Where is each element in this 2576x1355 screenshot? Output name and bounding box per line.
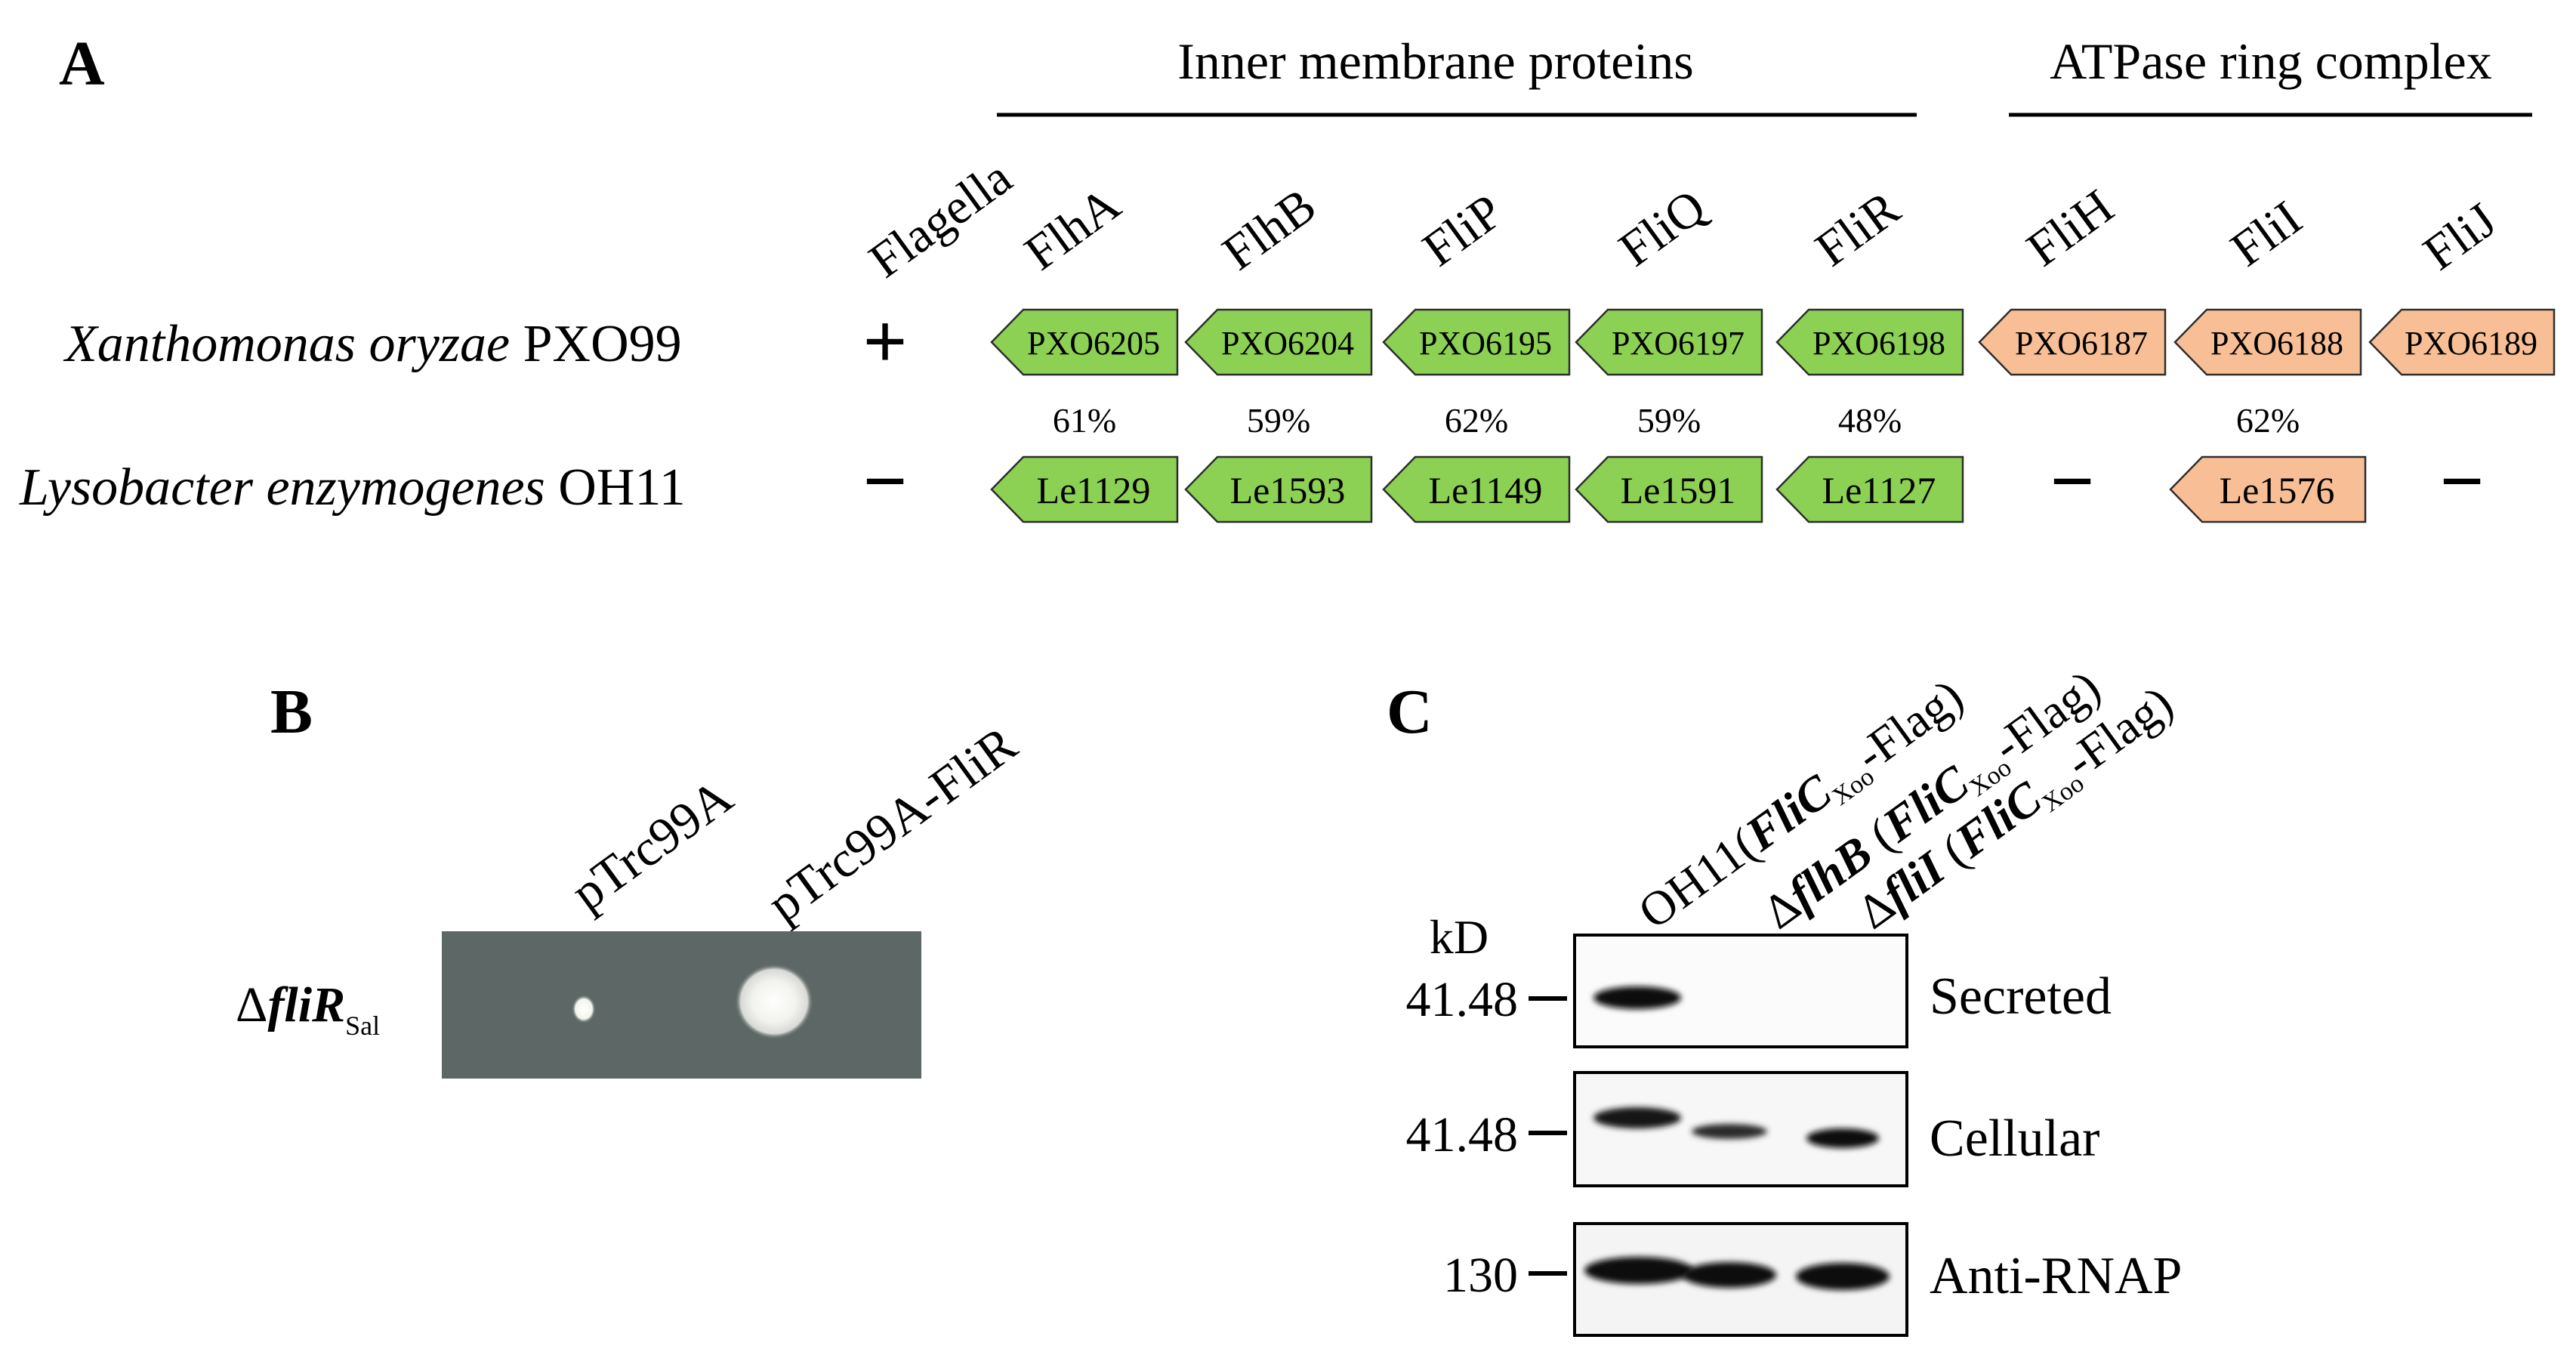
marker-secreted: 41.48 (1406, 972, 1519, 1027)
svg-text:FliQ: FliQ (1609, 179, 1716, 277)
lane-label-ptrc99a: pTrc99A (560, 767, 742, 921)
absent-flij: − (2439, 438, 2484, 525)
group-atpase-label: ATPase ring complex (2050, 32, 2491, 90)
gene-arrow-le1129: Le1129 (990, 455, 1179, 523)
flagella-plus: + (862, 298, 907, 385)
svg-text:PXO6187: PXO6187 (2015, 325, 2148, 362)
gene-arrow-pxo6204: PXO6204 (1184, 308, 1373, 376)
gene-arrow-pxo6198: PXO6198 (1775, 308, 1964, 376)
svg-text:Le1591: Le1591 (1621, 469, 1736, 511)
column-header-flii: FliI (2221, 190, 2312, 277)
svg-text:PXO6204: PXO6204 (1221, 325, 1354, 362)
flagella-header: Flagella (859, 150, 1022, 289)
gene-arrow-le1593: Le1593 (1184, 455, 1373, 523)
blot-label-secreted: Secreted (1930, 968, 2112, 1026)
marker-rnap: 130 (1443, 1248, 1518, 1303)
agar-plate-image (442, 931, 921, 1079)
svg-text:pTrc99A: pTrc99A (560, 767, 742, 921)
lane-label-ptrc99a-flir: pTrc99A-FliR (757, 715, 1027, 933)
blot-label-rnap: Anti-RNAP (1930, 1247, 2182, 1305)
gene-arrow-pxo6197: PXO6197 (1575, 308, 1763, 376)
column-header-flha: FlhA (1015, 176, 1131, 281)
column-header-flhb: FlhB (1213, 177, 1326, 281)
column-header-flip: FliP (1413, 184, 1513, 277)
identity-flip: 62% (1445, 401, 1508, 440)
svg-text:Le1127: Le1127 (1822, 469, 1936, 511)
svg-text:PXO6197: PXO6197 (1612, 325, 1745, 362)
organism-xoo: Xanthomonas oryzae PXO99 (63, 315, 682, 373)
group-inner-label: Inner membrane proteins (1177, 32, 1694, 90)
gene-arrow-pxo6189: PXO6189 (2368, 308, 2556, 376)
column-header-flij: FliJ (2414, 193, 2507, 281)
svg-text:FliR: FliR (1806, 181, 1910, 277)
svg-text:pTrc99A-FliR: pTrc99A-FliR (757, 715, 1027, 933)
colony-small (572, 995, 596, 1023)
svg-text:FliJ: FliJ (2414, 193, 2507, 281)
svg-text:Le1576: Le1576 (2220, 469, 2335, 511)
svg-text:FlhA: FlhA (1015, 176, 1131, 281)
svg-text:Le1129: Le1129 (1037, 469, 1151, 511)
column-header-flih: FliH (2017, 179, 2124, 277)
svg-text:Flagella: Flagella (859, 150, 1022, 289)
svg-text:PXO6188: PXO6188 (2210, 325, 2343, 362)
band-cellular-flhb (1692, 1124, 1767, 1139)
band-secreted-oh11 (1593, 986, 1681, 1009)
identity-fliq: 59% (1637, 401, 1701, 440)
band-rnap-flhb (1683, 1262, 1776, 1288)
gene-arrow-pxo6195: PXO6195 (1382, 308, 1571, 376)
svg-text:Le1593: Le1593 (1230, 469, 1346, 511)
identity-flii: 62% (2236, 401, 2300, 440)
gene-arrow-pxo6187: PXO6187 (1978, 308, 2167, 376)
band-cellular-flii (1806, 1128, 1879, 1148)
gene-arrow-le1127: Le1127 (1775, 455, 1964, 523)
identity-flhb: 59% (1247, 401, 1310, 440)
blot-label-cellular: Cellular (1930, 1110, 2099, 1168)
svg-text:FliI: FliI (2221, 190, 2312, 277)
panel-c-label: C (1387, 677, 1433, 747)
gene-arrow-le1576: Le1576 (2169, 455, 2367, 523)
gene-arrow-le1149: Le1149 (1382, 455, 1571, 523)
svg-text:PXO6189: PXO6189 (2405, 325, 2537, 362)
absent-flih: − (2050, 438, 2094, 525)
svg-text:PXO6195: PXO6195 (1419, 325, 1552, 362)
identity-flir: 48% (1838, 401, 1902, 440)
column-header-flir: FliR (1806, 181, 1910, 277)
band-cellular-oh11 (1593, 1107, 1681, 1128)
panel-b-label: B (270, 677, 313, 747)
svg-text:PXO6205: PXO6205 (1027, 325, 1160, 362)
gene-arrow-pxo6188: PXO6188 (2173, 308, 2362, 376)
svg-text:PXO6198: PXO6198 (1812, 325, 1945, 362)
marker-cellular: 41.48 (1406, 1107, 1519, 1162)
column-header-fliq: FliQ (1609, 179, 1716, 277)
svg-text:Le1149: Le1149 (1429, 469, 1543, 511)
svg-text:FliP: FliP (1413, 184, 1513, 277)
svg-text:FliH: FliH (2017, 179, 2124, 277)
band-rnap-oh11 (1584, 1257, 1693, 1284)
flagella-minus: − (862, 438, 907, 525)
band-rnap-flii (1796, 1263, 1890, 1290)
strain-label-delta-flir: ΔfliRSal (236, 977, 380, 1041)
gene-arrow-pxo6205: PXO6205 (990, 308, 1179, 376)
organism-le: Lysobacter enzymogenes OH11 (19, 458, 686, 517)
identity-flha: 61% (1053, 401, 1116, 440)
colony-swim-halo (735, 964, 813, 1039)
panel-a-label: A (59, 29, 105, 99)
kd-label: kD (1430, 910, 1489, 964)
gene-arrow-le1591: Le1591 (1575, 455, 1763, 523)
svg-text:FlhB: FlhB (1213, 177, 1326, 281)
